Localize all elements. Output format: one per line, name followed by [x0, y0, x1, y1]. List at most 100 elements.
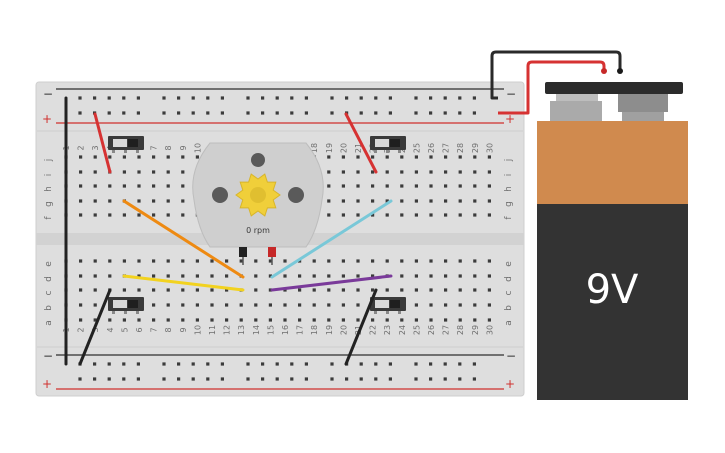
hole-c30[interactable]: [487, 288, 491, 292]
hole-j22[interactable]: [371, 155, 375, 159]
hole-a5[interactable]: [122, 318, 126, 322]
hole-a10[interactable]: [195, 318, 199, 322]
rail-top-negative-hole[interactable]: [162, 96, 166, 100]
dc-motor[interactable]: 0 rpm: [192, 142, 324, 265]
hole-i3[interactable]: [93, 170, 97, 174]
rail-bottom-positive-hole[interactable]: [78, 377, 82, 381]
rail-top-positive-hole[interactable]: [414, 111, 418, 115]
hole-b7[interactable]: [152, 303, 156, 307]
hole-j29[interactable]: [473, 155, 477, 159]
hole-b8[interactable]: [166, 303, 170, 307]
hole-c27[interactable]: [444, 288, 448, 292]
rail-bottom-positive-hole[interactable]: [177, 377, 181, 381]
wire-black-right[interactable]: [344, 288, 378, 366]
hole-j25[interactable]: [414, 155, 418, 159]
hole-f25[interactable]: [414, 213, 418, 217]
hole-b15[interactable]: [268, 303, 272, 307]
rail-bottom-positive-hole[interactable]: [374, 377, 378, 381]
hole-i9[interactable]: [181, 170, 185, 174]
rail-bottom-negative-hole[interactable]: [206, 362, 210, 366]
hole-b16[interactable]: [283, 303, 287, 307]
hole-c3[interactable]: [93, 288, 97, 292]
hole-d18[interactable]: [312, 274, 316, 278]
hole-i20[interactable]: [341, 170, 345, 174]
hole-g19[interactable]: [327, 199, 331, 203]
hole-h26[interactable]: [429, 184, 433, 188]
rail-bottom-positive-hole[interactable]: [136, 377, 140, 381]
hole-e25[interactable]: [414, 259, 418, 263]
hole-c28[interactable]: [458, 288, 462, 292]
hole-e19[interactable]: [327, 259, 331, 263]
rail-bottom-positive-hole[interactable]: [304, 377, 308, 381]
hole-b25[interactable]: [414, 303, 418, 307]
rail-top-positive-hole[interactable]: [191, 111, 195, 115]
hole-c18[interactable]: [312, 288, 316, 292]
rail-top-positive-hole[interactable]: [261, 111, 265, 115]
hole-b28[interactable]: [458, 303, 462, 307]
hole-d17[interactable]: [298, 274, 302, 278]
hole-i19[interactable]: [327, 170, 331, 174]
rail-bottom-positive-hole[interactable]: [388, 377, 392, 381]
hole-f8[interactable]: [166, 213, 170, 217]
hole-c14[interactable]: [254, 288, 258, 292]
hole-a25[interactable]: [414, 318, 418, 322]
hole-h30[interactable]: [487, 184, 491, 188]
hole-e2[interactable]: [79, 259, 83, 263]
hole-f5[interactable]: [122, 213, 126, 217]
hole-f4[interactable]: [108, 213, 112, 217]
hole-c29[interactable]: [473, 288, 477, 292]
hole-d27[interactable]: [444, 274, 448, 278]
hole-e8[interactable]: [166, 259, 170, 263]
hole-e3[interactable]: [93, 259, 97, 263]
hole-b10[interactable]: [195, 303, 199, 307]
hole-b14[interactable]: [254, 303, 258, 307]
switch-top-left-slider[interactable]: [113, 139, 127, 147]
lead-battery-positive[interactable]: [498, 60, 606, 115]
hole-d29[interactable]: [473, 274, 477, 278]
hole-d30[interactable]: [487, 274, 491, 278]
rail-top-positive-hole[interactable]: [304, 111, 308, 115]
hole-d6[interactable]: [137, 274, 141, 278]
hole-b20[interactable]: [341, 303, 345, 307]
hole-f30[interactable]: [487, 213, 491, 217]
hole-a8[interactable]: [166, 318, 170, 322]
hole-c11[interactable]: [210, 288, 214, 292]
hole-f29[interactable]: [473, 213, 477, 217]
hole-e4[interactable]: [108, 259, 112, 263]
rail-top-negative-hole[interactable]: [458, 96, 462, 100]
rail-bottom-negative-hole[interactable]: [472, 362, 476, 366]
hole-i29[interactable]: [473, 170, 477, 174]
hole-f9[interactable]: [181, 213, 185, 217]
hole-g8[interactable]: [166, 199, 170, 203]
hole-b18[interactable]: [312, 303, 316, 307]
hole-h5[interactable]: [122, 184, 126, 188]
hole-d2[interactable]: [79, 274, 83, 278]
hole-i23[interactable]: [385, 170, 389, 174]
hole-g29[interactable]: [473, 199, 477, 203]
hole-a21[interactable]: [356, 318, 360, 322]
hole-d21[interactable]: [356, 274, 360, 278]
hole-d14[interactable]: [254, 274, 258, 278]
rail-bottom-negative-hole[interactable]: [107, 362, 111, 366]
wire-black-left[interactable]: [78, 288, 112, 366]
rail-top-negative-hole[interactable]: [388, 96, 392, 100]
hole-e20[interactable]: [341, 259, 345, 263]
hole-a7[interactable]: [152, 318, 156, 322]
hole-j8[interactable]: [166, 155, 170, 159]
rail-top-positive-hole[interactable]: [162, 111, 166, 115]
hole-g22[interactable]: [371, 199, 375, 203]
hole-a18[interactable]: [312, 318, 316, 322]
hole-d10[interactable]: [195, 274, 199, 278]
hole-d3[interactable]: [93, 274, 97, 278]
hole-f3[interactable]: [93, 213, 97, 217]
hole-d19[interactable]: [327, 274, 331, 278]
hole-g28[interactable]: [458, 199, 462, 203]
hole-j6[interactable]: [137, 155, 141, 159]
hole-j23[interactable]: [385, 155, 389, 159]
rail-top-negative-hole[interactable]: [429, 96, 433, 100]
rail-top-negative-hole[interactable]: [374, 96, 378, 100]
rail-top-negative-hole[interactable]: [261, 96, 265, 100]
lead-battery-negative[interactable]: [490, 50, 622, 100]
hole-d25[interactable]: [414, 274, 418, 278]
rail-top-negative-hole[interactable]: [107, 96, 111, 100]
